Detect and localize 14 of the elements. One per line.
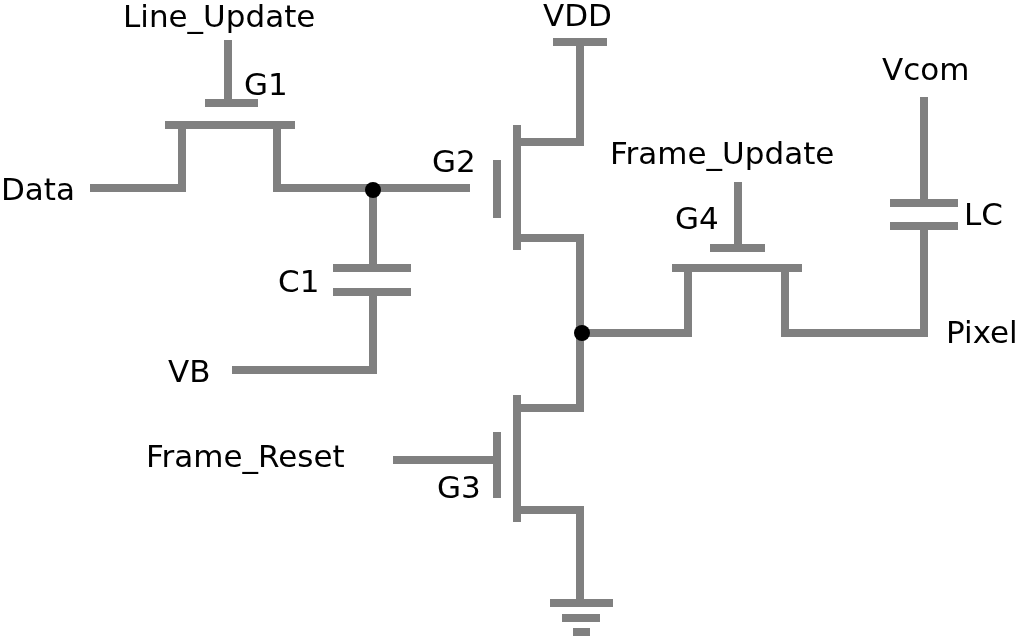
transistor-label: G1: [244, 69, 288, 100]
transistor-label: G4: [675, 203, 719, 234]
component-label: C1: [278, 266, 320, 297]
signal-label: Pixel: [946, 317, 1018, 348]
signal-label: Frame_Reset: [146, 441, 345, 472]
transistor-label: G2: [432, 146, 476, 177]
signal-label: Frame_Update: [610, 138, 835, 169]
signal-label: Line_Update: [123, 1, 316, 32]
supply-label: Vcom: [882, 54, 970, 85]
signal-label: Data: [1, 174, 76, 205]
transistor-label: G3: [437, 472, 481, 503]
component-label: LC: [964, 199, 1003, 230]
supply-label: VB: [168, 356, 211, 387]
supply-label: VDD: [543, 0, 612, 31]
